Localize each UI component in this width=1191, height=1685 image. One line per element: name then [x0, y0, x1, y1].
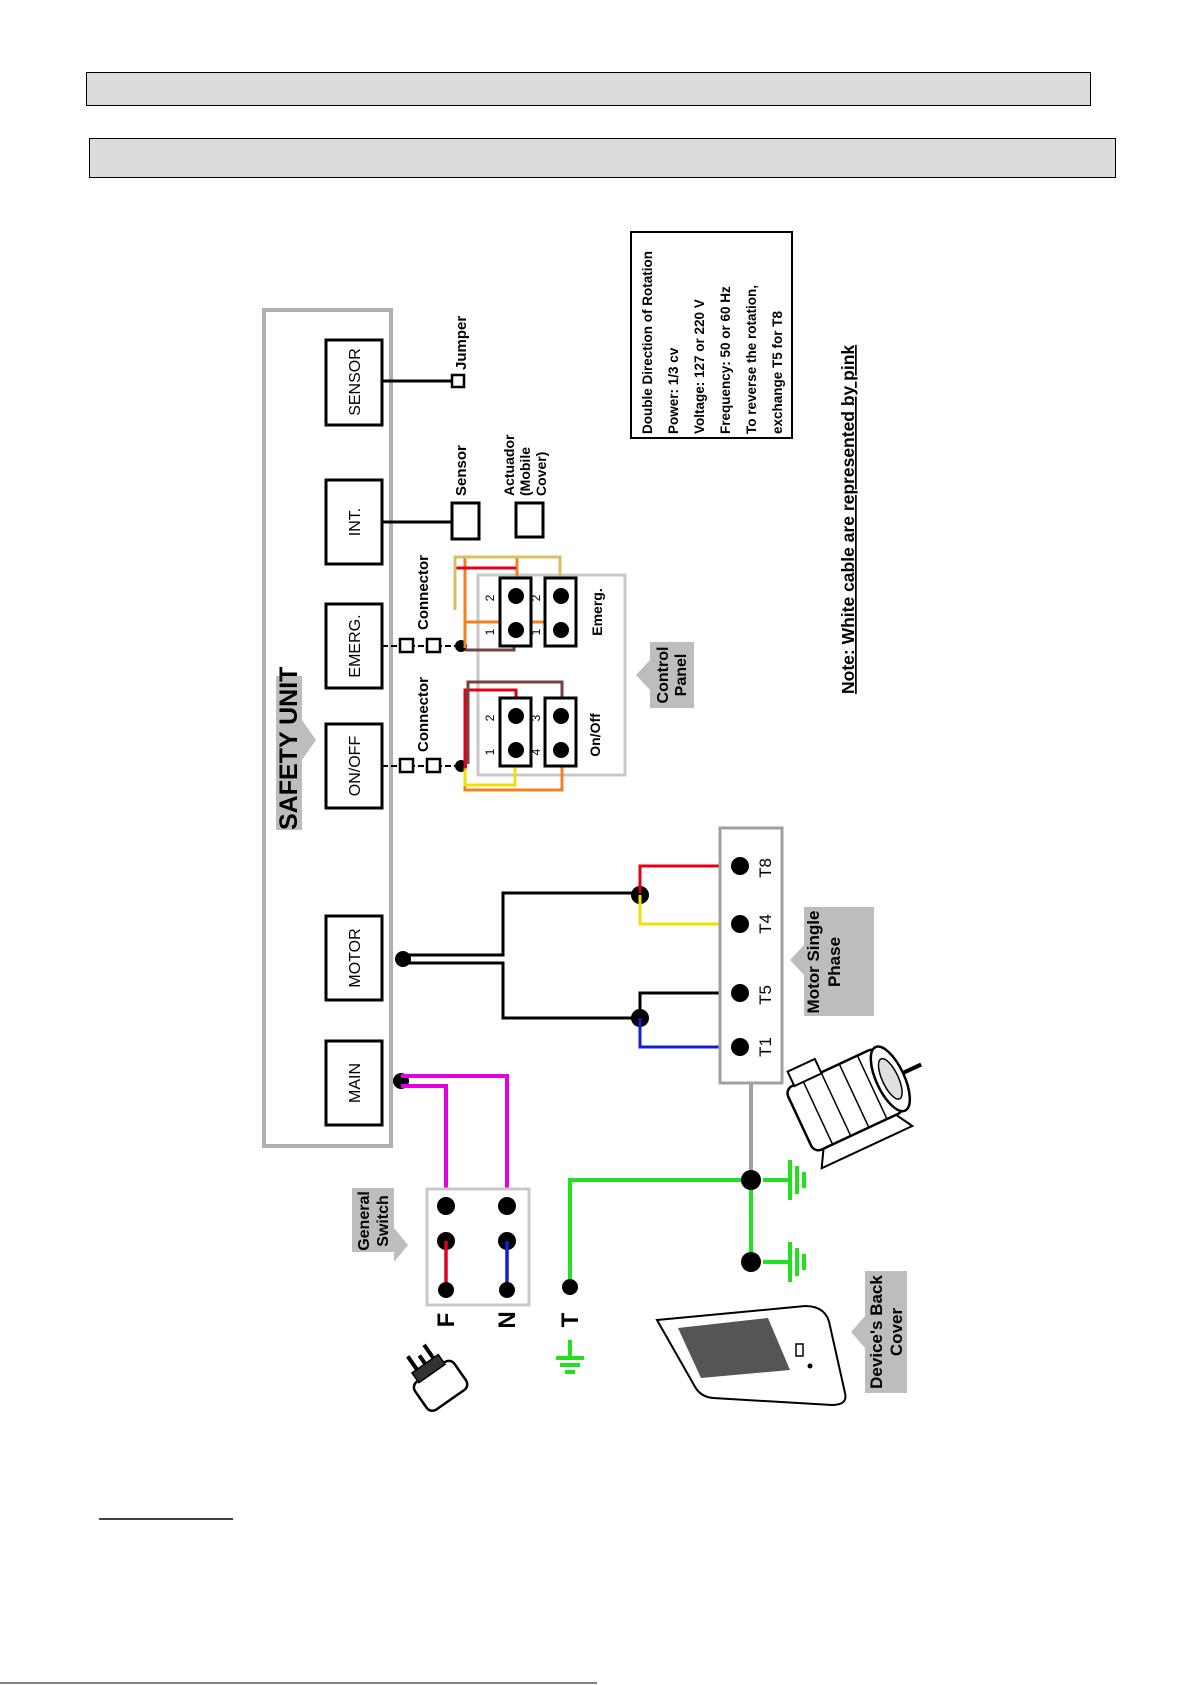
- motor-illustration: [786, 1045, 922, 1170]
- general-switch-label-1: General: [356, 1191, 373, 1251]
- svg-text:2: 2: [483, 714, 497, 721]
- svg-text:4: 4: [529, 748, 543, 755]
- module-motor: MOTOR: [324, 914, 384, 1002]
- onoff-connector-label: Connector: [415, 677, 432, 752]
- jumper-terminal: [450, 373, 466, 389]
- header-bar-second: [89, 138, 1116, 178]
- actuador-label-3: Cover): [533, 452, 549, 496]
- module-onoff: ON/OFF: [324, 722, 384, 810]
- motor-label-2: Phase: [825, 937, 844, 987]
- svg-text:2: 2: [483, 594, 497, 601]
- safety-unit-callout: [276, 676, 316, 830]
- sensor-label: Sensor: [453, 445, 470, 496]
- terminal-t5: T5: [756, 985, 775, 1005]
- svg-text:3: 3: [529, 714, 543, 721]
- svg-text:EMERG.: EMERG.: [347, 614, 364, 677]
- header-bar-top: [86, 72, 1091, 106]
- svg-text:MAIN: MAIN: [347, 1063, 364, 1103]
- plug-f-label: F: [433, 1313, 460, 1328]
- safety-unit-frame: [262, 308, 393, 1148]
- plug-n-label: N: [494, 1311, 521, 1328]
- onoff-switch-label: On/Off: [587, 713, 603, 757]
- module-emerg: EMERG.: [324, 602, 384, 690]
- svg-text:SENSOR: SENSOR: [347, 348, 364, 416]
- module-sensor: SENSOR: [324, 338, 384, 427]
- motor-label-1: Motor Single: [804, 911, 823, 1014]
- control-panel-frame: [476, 573, 627, 777]
- sensor-block: [450, 501, 481, 541]
- back-cover-label-2: Cover: [887, 1308, 906, 1357]
- emerg-connector-2: [425, 637, 442, 654]
- back-cover-label-1: Device's Back: [867, 1275, 886, 1389]
- safety-unit-title: SAFETY UNIT: [275, 667, 303, 830]
- control-panel-label-1: Control: [655, 647, 672, 704]
- spec-line-6: exchange T5 for T8: [770, 310, 785, 434]
- plug-icon: [406, 1343, 469, 1413]
- actuador-label-1: Actuador: [501, 434, 517, 496]
- general-switch-callout: [352, 1188, 408, 1262]
- note-text: Note: White cable are represented by pin…: [838, 345, 858, 694]
- ground-icon-cover: [763, 1242, 806, 1282]
- svg-text:1: 1: [483, 748, 497, 755]
- onoff-connector-2: [425, 757, 442, 774]
- general-switch-label-2: Switch: [375, 1195, 392, 1247]
- control-panel-callout: [636, 642, 694, 708]
- spec-line-2: Power: 1/3 cv: [666, 347, 681, 434]
- actuador-block: [514, 501, 545, 539]
- emerg-connector-label: Connector: [415, 555, 432, 630]
- svg-text:ON/OFF: ON/OFF: [347, 736, 364, 797]
- terminal-t4: T4: [756, 914, 775, 934]
- back-cover-illustration: [655, 1304, 847, 1407]
- svg-text:1: 1: [483, 628, 497, 635]
- control-panel-label-2: Panel: [673, 654, 690, 697]
- plug-t-label: T: [557, 1312, 584, 1327]
- svg-text:1: 1: [529, 628, 543, 635]
- motor-callout: [790, 907, 874, 1016]
- module-main: MAIN: [324, 1039, 384, 1127]
- spec-line-5: To reverse the rotation,: [744, 285, 759, 434]
- onoff-connector-1: [398, 757, 415, 774]
- svg-text:2: 2: [529, 594, 543, 601]
- emerg-switch-label: Emerg.: [589, 588, 605, 635]
- back-cover-callout: [851, 1271, 907, 1393]
- ground-icon-motor: [763, 1160, 806, 1200]
- svg-text:INT.: INT.: [347, 508, 364, 536]
- spec-line-3: Voltage: 127 or 220 V: [692, 299, 707, 434]
- spec-line-4: Frequency: 50 or 60 Hz: [718, 286, 733, 434]
- jumper-label: Jumper: [453, 316, 470, 370]
- module-int: INT.: [324, 478, 384, 566]
- svg-text:MOTOR: MOTOR: [347, 928, 364, 987]
- motor-terminal-box: [718, 826, 784, 1085]
- spec-box: [630, 231, 793, 439]
- terminal-t8: T8: [756, 858, 775, 878]
- terminal-t1: T1: [756, 1037, 775, 1057]
- spec-line-1: Double Direction of Rotation: [640, 251, 655, 434]
- emerg-connector-1: [398, 637, 415, 654]
- ground-icon-plug: [556, 1340, 584, 1374]
- actuador-label-2: (Mobile: [517, 447, 533, 496]
